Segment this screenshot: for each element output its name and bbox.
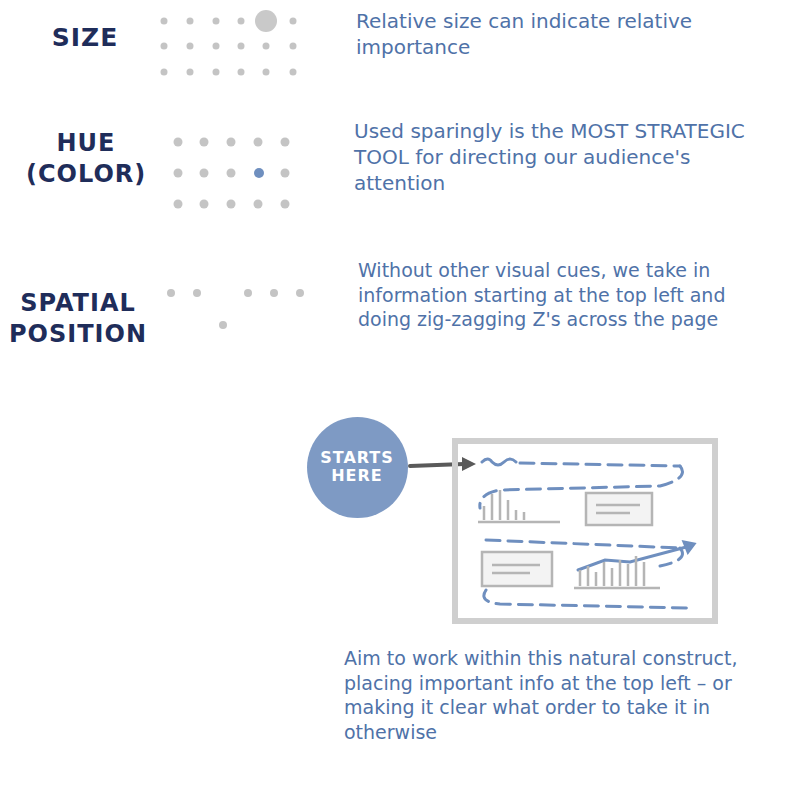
size-dots <box>161 10 297 76</box>
circle-label: STARTS HERE <box>317 449 397 486</box>
position-dots <box>167 289 304 329</box>
section-heading: HUE (COLOR) <box>26 128 146 190</box>
note-text: Without other visual cues, we take in in… <box>358 258 778 332</box>
note-text: Used sparingly is the MOST STRATEGIC TOO… <box>354 118 764 196</box>
arrow <box>410 457 476 471</box>
section-heading: SIZE <box>30 22 140 55</box>
start-circle: STARTS HERE <box>306 416 409 519</box>
note-text: Aim to work within this natural construc… <box>344 646 784 745</box>
page-sketch <box>455 441 715 621</box>
section-heading: SPATIAL POSITION <box>8 288 148 350</box>
note-text: Relative size can indicate relative impo… <box>356 8 776 60</box>
hue-dots <box>174 138 290 209</box>
